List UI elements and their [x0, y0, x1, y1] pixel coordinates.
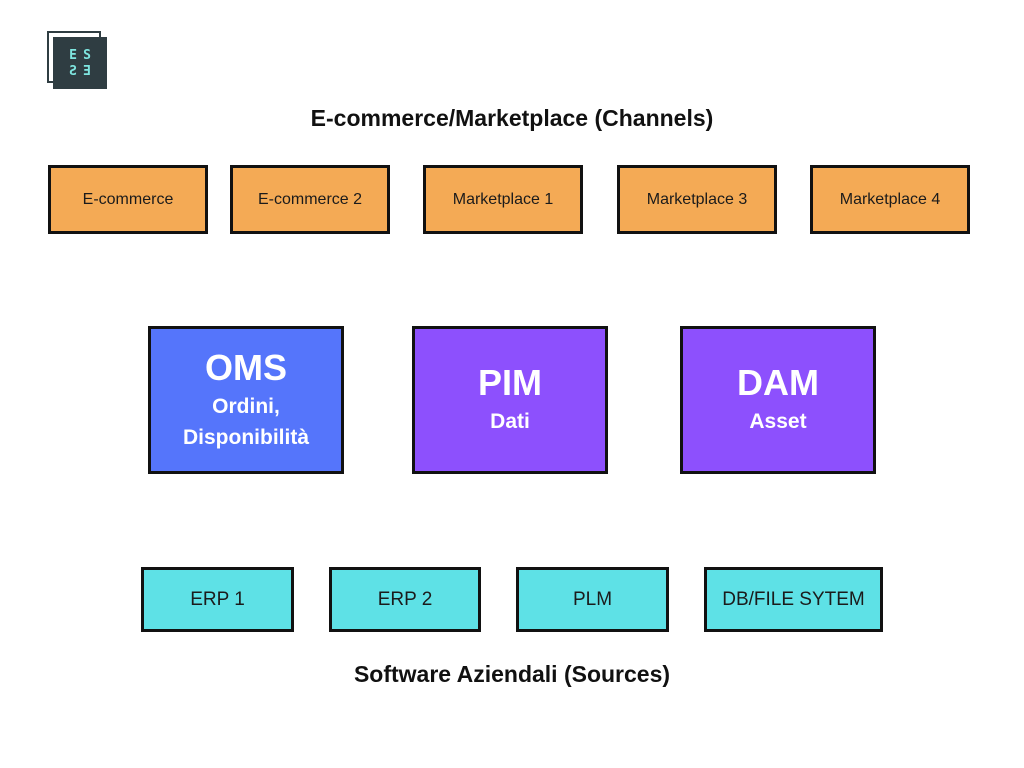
source-label: ERP 1: [190, 588, 245, 610]
sources-title: Software Aziendali (Sources): [353, 661, 671, 687]
channel-box-marketplace-4: Marketplace 4: [810, 165, 970, 234]
dam-subtitle: Asset: [749, 410, 807, 434]
source-label: PLM: [572, 588, 613, 610]
channel-box-marketplace-3: Marketplace 3: [617, 165, 777, 234]
channel-box-ecommerce-2: E-commerce 2: [230, 165, 390, 234]
channel-label: E-commerce 2: [257, 190, 363, 208]
oms-name: OMS: [204, 346, 287, 388]
logo-mark: E S S E: [53, 37, 107, 89]
channel-label: Marketplace 4: [839, 190, 941, 208]
channel-label: Marketplace 1: [452, 190, 554, 208]
source-box-erp-1: ERP 1: [141, 567, 294, 632]
logo-letter: E: [83, 63, 91, 79]
source-label: ERP 2: [377, 588, 433, 610]
source-box-plm: PLM: [516, 567, 669, 632]
channels-title: E-commerce/Marketplace (Channels): [310, 105, 714, 131]
source-label: DB/FILE SYTEM: [722, 588, 865, 610]
oms-box: OMS Ordini, Disponibilità: [148, 326, 344, 474]
logo-letter: S: [83, 47, 91, 63]
source-box-erp-2: ERP 2: [329, 567, 481, 632]
pim-subtitle: Dati: [490, 410, 530, 434]
source-box-db-file-system: DB/FILE SYTEM: [704, 567, 883, 632]
pim-name: PIM: [477, 362, 542, 404]
channel-label: E-commerce: [82, 190, 174, 208]
channel-box-marketplace-1: Marketplace 1: [423, 165, 583, 234]
dam-box: DAM Asset: [680, 326, 876, 474]
esse-logo: E S S E: [47, 31, 107, 89]
channel-box-ecommerce: E-commerce: [48, 165, 208, 234]
logo-letter: E: [69, 47, 77, 63]
pim-box: PIM Dati: [412, 326, 608, 474]
oms-subtitle: Ordini, Disponibilità: [183, 395, 309, 449]
logo-letter: S: [69, 63, 77, 79]
dam-name: DAM: [737, 362, 819, 404]
channel-label: Marketplace 3: [646, 190, 748, 208]
